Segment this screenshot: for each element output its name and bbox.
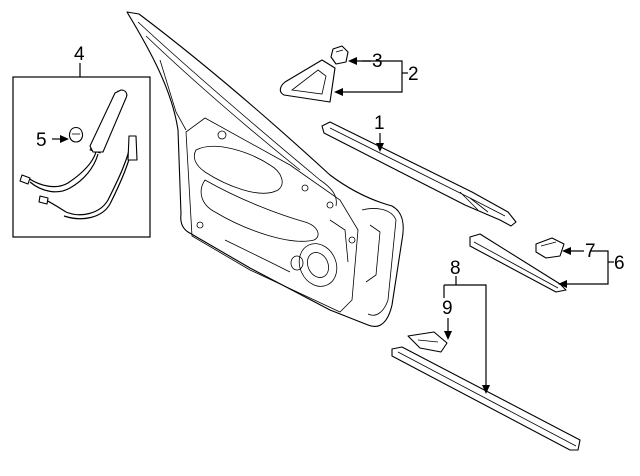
part-3-clip bbox=[330, 45, 349, 65]
part-2-triangle-molding bbox=[279, 59, 336, 103]
callout-1: 1 bbox=[374, 113, 385, 134]
callout-8: 8 bbox=[450, 258, 461, 279]
part-5-clip bbox=[68, 126, 84, 143]
callout-4: 4 bbox=[74, 44, 85, 65]
part-9-clip bbox=[407, 331, 448, 353]
callout-2: 2 bbox=[408, 64, 419, 85]
callout-9: 9 bbox=[442, 298, 453, 319]
callout-5: 5 bbox=[36, 130, 47, 151]
part-4-assembly bbox=[19, 89, 138, 220]
callout-6: 6 bbox=[614, 253, 625, 274]
callout-labels: 1 2 3 4 5 6 7 8 9 bbox=[36, 44, 625, 319]
part-4-box bbox=[12, 63, 151, 238]
part-8-lower-molding bbox=[391, 346, 581, 451]
door-shell bbox=[126, 11, 404, 327]
part-1-belt-molding bbox=[321, 121, 517, 227]
part-7-clip bbox=[535, 237, 565, 259]
callout-7: 7 bbox=[585, 241, 596, 262]
leader-lines bbox=[52, 57, 614, 394]
callout-3: 3 bbox=[372, 51, 383, 72]
part-6-applique bbox=[469, 233, 567, 293]
